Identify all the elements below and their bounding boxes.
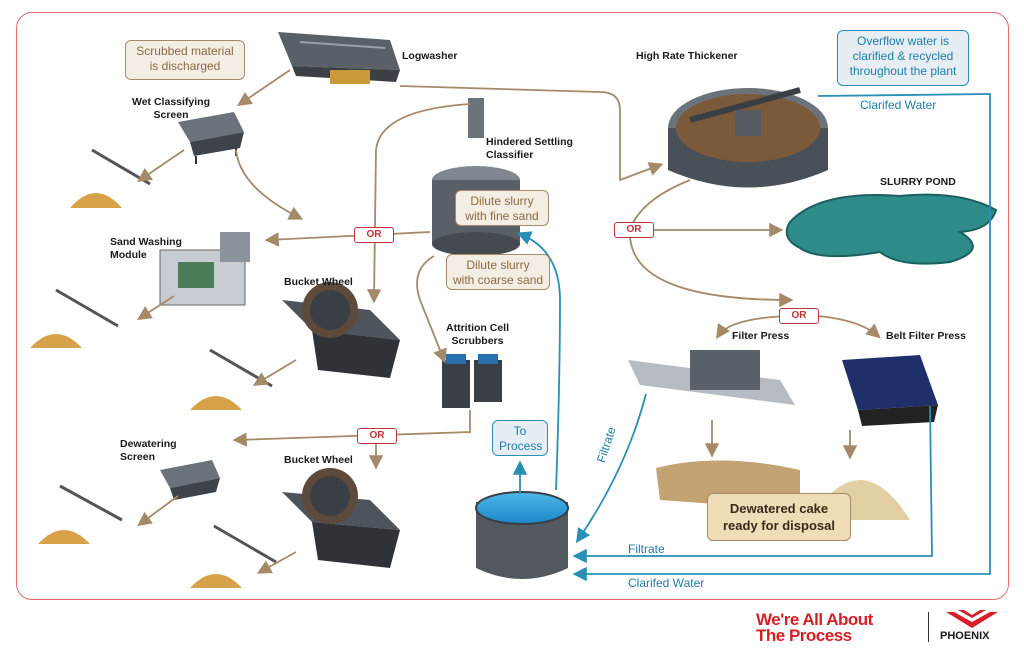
bucket-wheel-machine-2: [282, 468, 400, 568]
high-rate-thickener-machine: [668, 87, 828, 188]
callout-to-process: To Process: [492, 420, 548, 456]
logwasher-machine: [278, 32, 400, 84]
or-tag-3: OR: [779, 308, 819, 324]
brand-separator: [928, 612, 929, 642]
label-high-rate-thickener: High Rate Thickener: [636, 50, 738, 62]
label-wet-classifying-screen: Wet Classifying Screen: [132, 96, 210, 121]
belt-filter-press-machine: [842, 355, 938, 426]
callout-dilute-coarse: Dilute slurry with coarse sand: [446, 254, 550, 290]
label-bucket-wheel-2: Bucket Wheel: [284, 454, 353, 466]
slurry-pond: [785, 193, 998, 265]
label-logwasher: Logwasher: [402, 50, 458, 62]
label-bucket-wheel-1: Bucket Wheel: [284, 276, 353, 288]
label-filter-press: Filter Press: [732, 330, 790, 342]
callout-dewatered-cake: Dewatered cake ready for disposal: [707, 493, 851, 541]
brand-tagline: We're All About The Process: [756, 610, 873, 645]
hindered-settling-classifier-machine: [432, 98, 520, 256]
flow-label-filtrate-bottom: Filtrate: [628, 542, 665, 556]
label-hindered-settling-classifier: Hindered Settling Classifier: [486, 136, 573, 161]
brand-company: PHOENIX: [940, 630, 990, 642]
diagram-frame: [16, 12, 1009, 600]
or-tag-1: OR: [354, 227, 394, 243]
label-attrition-cell-scrubbers: Attrition Cell Scrubbers: [446, 322, 509, 347]
callout-scrubbed-material: Scrubbed material is discharged: [125, 40, 245, 80]
tan-flow-arrows: [136, 69, 881, 574]
sand-piles: [30, 193, 242, 588]
callout-dilute-fine: Dilute slurry with fine sand: [455, 190, 549, 226]
blue-water-arrows: [512, 93, 991, 582]
bucket-wheel-machine-1: [282, 282, 400, 378]
flow-label-clarified-top: Clarifed Water: [860, 98, 937, 112]
phoenix-logo-icon: [946, 610, 998, 628]
sand-washing-module-machine: [159, 232, 250, 306]
filter-press-machine: [628, 350, 795, 405]
or-tag-2: OR: [614, 222, 654, 238]
label-slurry-pond: SLURRY POND: [880, 176, 956, 188]
water-tank: [475, 491, 569, 579]
flow-label-clarified-bottom: Clarifed Water: [628, 576, 705, 590]
label-belt-filter-press: Belt Filter Press: [886, 330, 966, 342]
conveyors: [55, 148, 277, 564]
attrition-cell-scrubbers-machine: [442, 354, 502, 408]
callout-overflow-water: Overflow water is clarified & recycled t…: [837, 30, 969, 86]
or-tag-4: OR: [357, 428, 397, 444]
label-sand-washing-module: Sand Washing Module: [110, 236, 182, 261]
dewatering-screen-machine: [160, 460, 220, 500]
label-dewatering-screen: Dewatering Screen: [120, 438, 177, 463]
